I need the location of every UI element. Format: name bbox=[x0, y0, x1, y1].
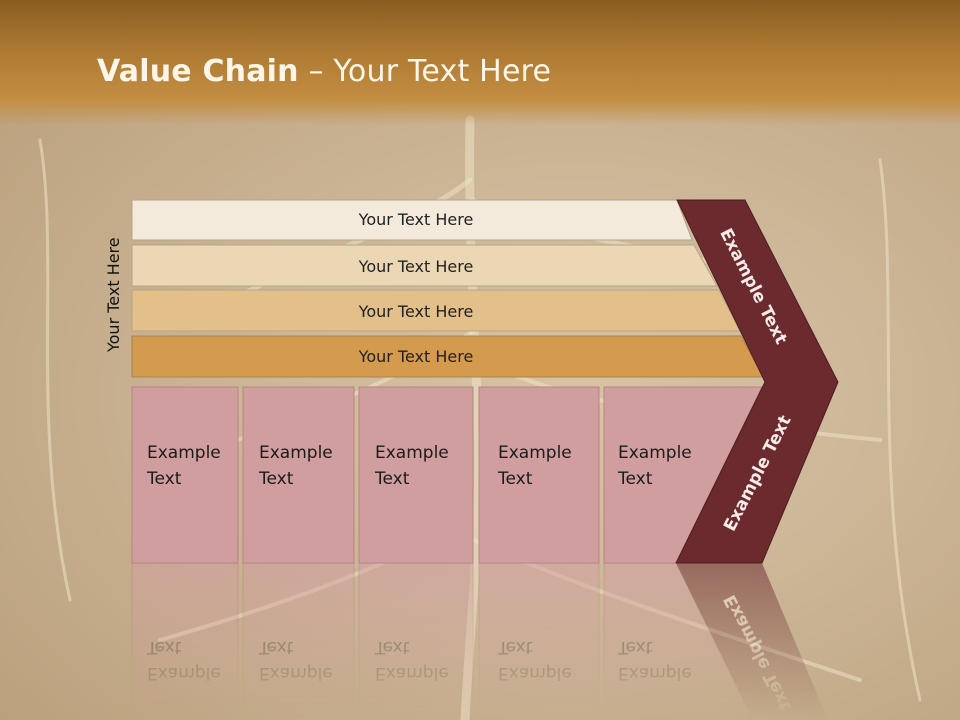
bar-2-label: Your Text Here bbox=[358, 257, 474, 276]
box-2-line1: Example bbox=[259, 443, 333, 463]
box-2-reflection-line1: Example bbox=[259, 663, 333, 683]
bar-group: Your Text Here Your Text Here Your Text … bbox=[131, 199, 764, 378]
title-bar bbox=[0, 0, 960, 125]
box-3-reflection bbox=[358, 562, 474, 720]
bar-1-label: Your Text Here bbox=[358, 210, 474, 229]
box-1-reflection-line2: Text bbox=[146, 637, 182, 657]
box-3-line1: Example bbox=[375, 443, 449, 463]
reflection: Example Text Example Text Example Text E… bbox=[131, 562, 828, 720]
box-2-reflection-line2: Text bbox=[258, 637, 294, 657]
slide-title: Value Chain – Your Text Here bbox=[97, 54, 551, 89]
title-rest: – Your Text Here bbox=[298, 54, 552, 89]
title-bold: Value Chain bbox=[97, 54, 299, 89]
box-5-reflection-line1: Example bbox=[618, 663, 692, 683]
bar-3-label: Your Text Here bbox=[358, 302, 474, 321]
box-3-reflection-line1: Example bbox=[375, 663, 449, 683]
box-4-reflection-line1: Example bbox=[498, 663, 572, 683]
box-3-line2: Text bbox=[374, 469, 410, 489]
box-1-line2: Text bbox=[146, 469, 182, 489]
box-5-line2: Text bbox=[617, 469, 653, 489]
box-3 bbox=[358, 386, 474, 564]
box-5-line1: Example bbox=[618, 443, 692, 463]
box-4-reflection bbox=[478, 562, 600, 720]
bar-1 bbox=[131, 199, 693, 241]
box-4-line2: Text bbox=[497, 469, 533, 489]
box-4-reflection-line2: Text bbox=[497, 637, 533, 657]
box-5-reflection-line2: Text bbox=[617, 637, 653, 657]
box-2 bbox=[242, 386, 355, 564]
box-1 bbox=[131, 386, 239, 564]
box-2-line2: Text bbox=[258, 469, 294, 489]
bar-4-label: Your Text Here bbox=[358, 347, 474, 366]
box-group: Example Text Example Text Example Text E… bbox=[131, 386, 763, 564]
box-2-reflection bbox=[242, 562, 355, 720]
bar-2 bbox=[131, 244, 718, 287]
box-4 bbox=[478, 386, 600, 564]
box-1-reflection bbox=[131, 562, 239, 720]
box-1-reflection-line1: Example bbox=[147, 663, 221, 683]
box-3-reflection-line2: Text bbox=[374, 637, 410, 657]
box-4-line1: Example bbox=[498, 443, 572, 463]
box-1-line1: Example bbox=[147, 443, 221, 463]
chevron-reflection bbox=[676, 563, 828, 720]
